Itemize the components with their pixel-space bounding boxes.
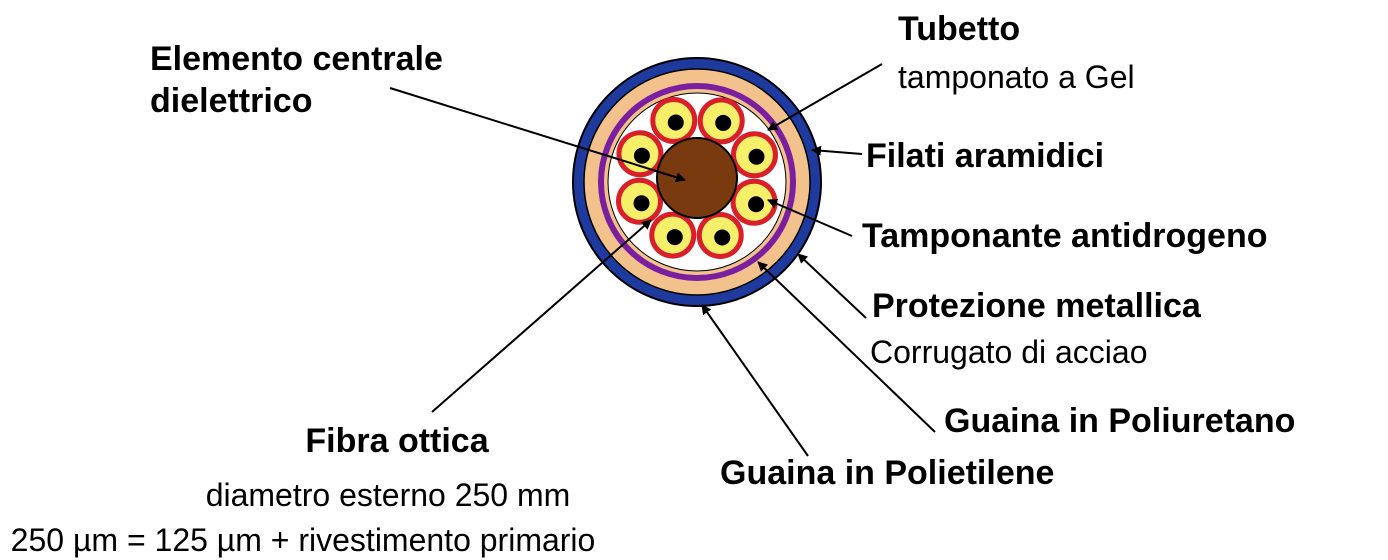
buffer-tube xyxy=(696,211,744,259)
leader-aramid xyxy=(811,145,863,156)
buffer-tube xyxy=(616,177,664,225)
leader-metal xyxy=(797,253,867,319)
fiber-label-title: Fibra ottica xyxy=(305,422,489,460)
polyurethane-sheath xyxy=(598,83,796,281)
leader-pe-sheath xyxy=(701,304,809,457)
optical-fiber xyxy=(748,196,765,213)
central-dielectric-element xyxy=(656,137,738,219)
leader-lines xyxy=(389,63,936,457)
central-element-label-line2: dielettrico xyxy=(150,82,312,120)
cable-cross-section xyxy=(572,57,822,307)
optical-fiber xyxy=(633,195,650,212)
fiber-label-line3: 250 µm = 125 µm + rivestimento primario xyxy=(11,522,596,558)
aramid-label: Filati aramidici xyxy=(866,137,1104,175)
buffer-tube xyxy=(649,211,697,259)
leader-central-element xyxy=(389,87,686,183)
tube-group xyxy=(616,97,778,259)
optical-fiber xyxy=(667,114,684,131)
optical-fiber xyxy=(748,148,765,165)
leader-pu-sheath xyxy=(757,261,936,433)
tube-label-subtitle: tamponato a Gel xyxy=(898,59,1135,95)
buffer-tube xyxy=(650,97,698,145)
optical-fiber xyxy=(666,229,683,246)
leader-fiber xyxy=(431,219,652,413)
pe-sheath-label: Guaina in Polietilene xyxy=(720,454,1054,492)
central-element-label-line1: Elemento centrale xyxy=(150,40,443,78)
labels: Elemento centrale dielettrico Tubetto ta… xyxy=(11,10,1296,558)
pu-sheath-label: Guaina in Poliuretano xyxy=(944,402,1295,440)
leader-waterblock xyxy=(767,198,853,237)
optical-fiber xyxy=(715,114,732,131)
metal-label-subtitle: Corrugato di acciao xyxy=(870,334,1147,370)
tube-label-title: Tubetto xyxy=(898,10,1020,48)
metal-label-title: Protezione metallica xyxy=(872,287,1202,325)
buffer-tube xyxy=(697,97,745,145)
fiber-label-line2: diametro esterno 250 mm xyxy=(206,477,571,513)
buffer-tube xyxy=(730,131,778,179)
waterblock-label: Tamponante antidrogeno xyxy=(862,217,1267,255)
buffer-tube xyxy=(730,178,778,226)
optical-fiber xyxy=(714,229,731,246)
optical-fiber xyxy=(633,147,650,164)
buffer-tube xyxy=(616,130,664,178)
leader-tube xyxy=(767,63,883,131)
